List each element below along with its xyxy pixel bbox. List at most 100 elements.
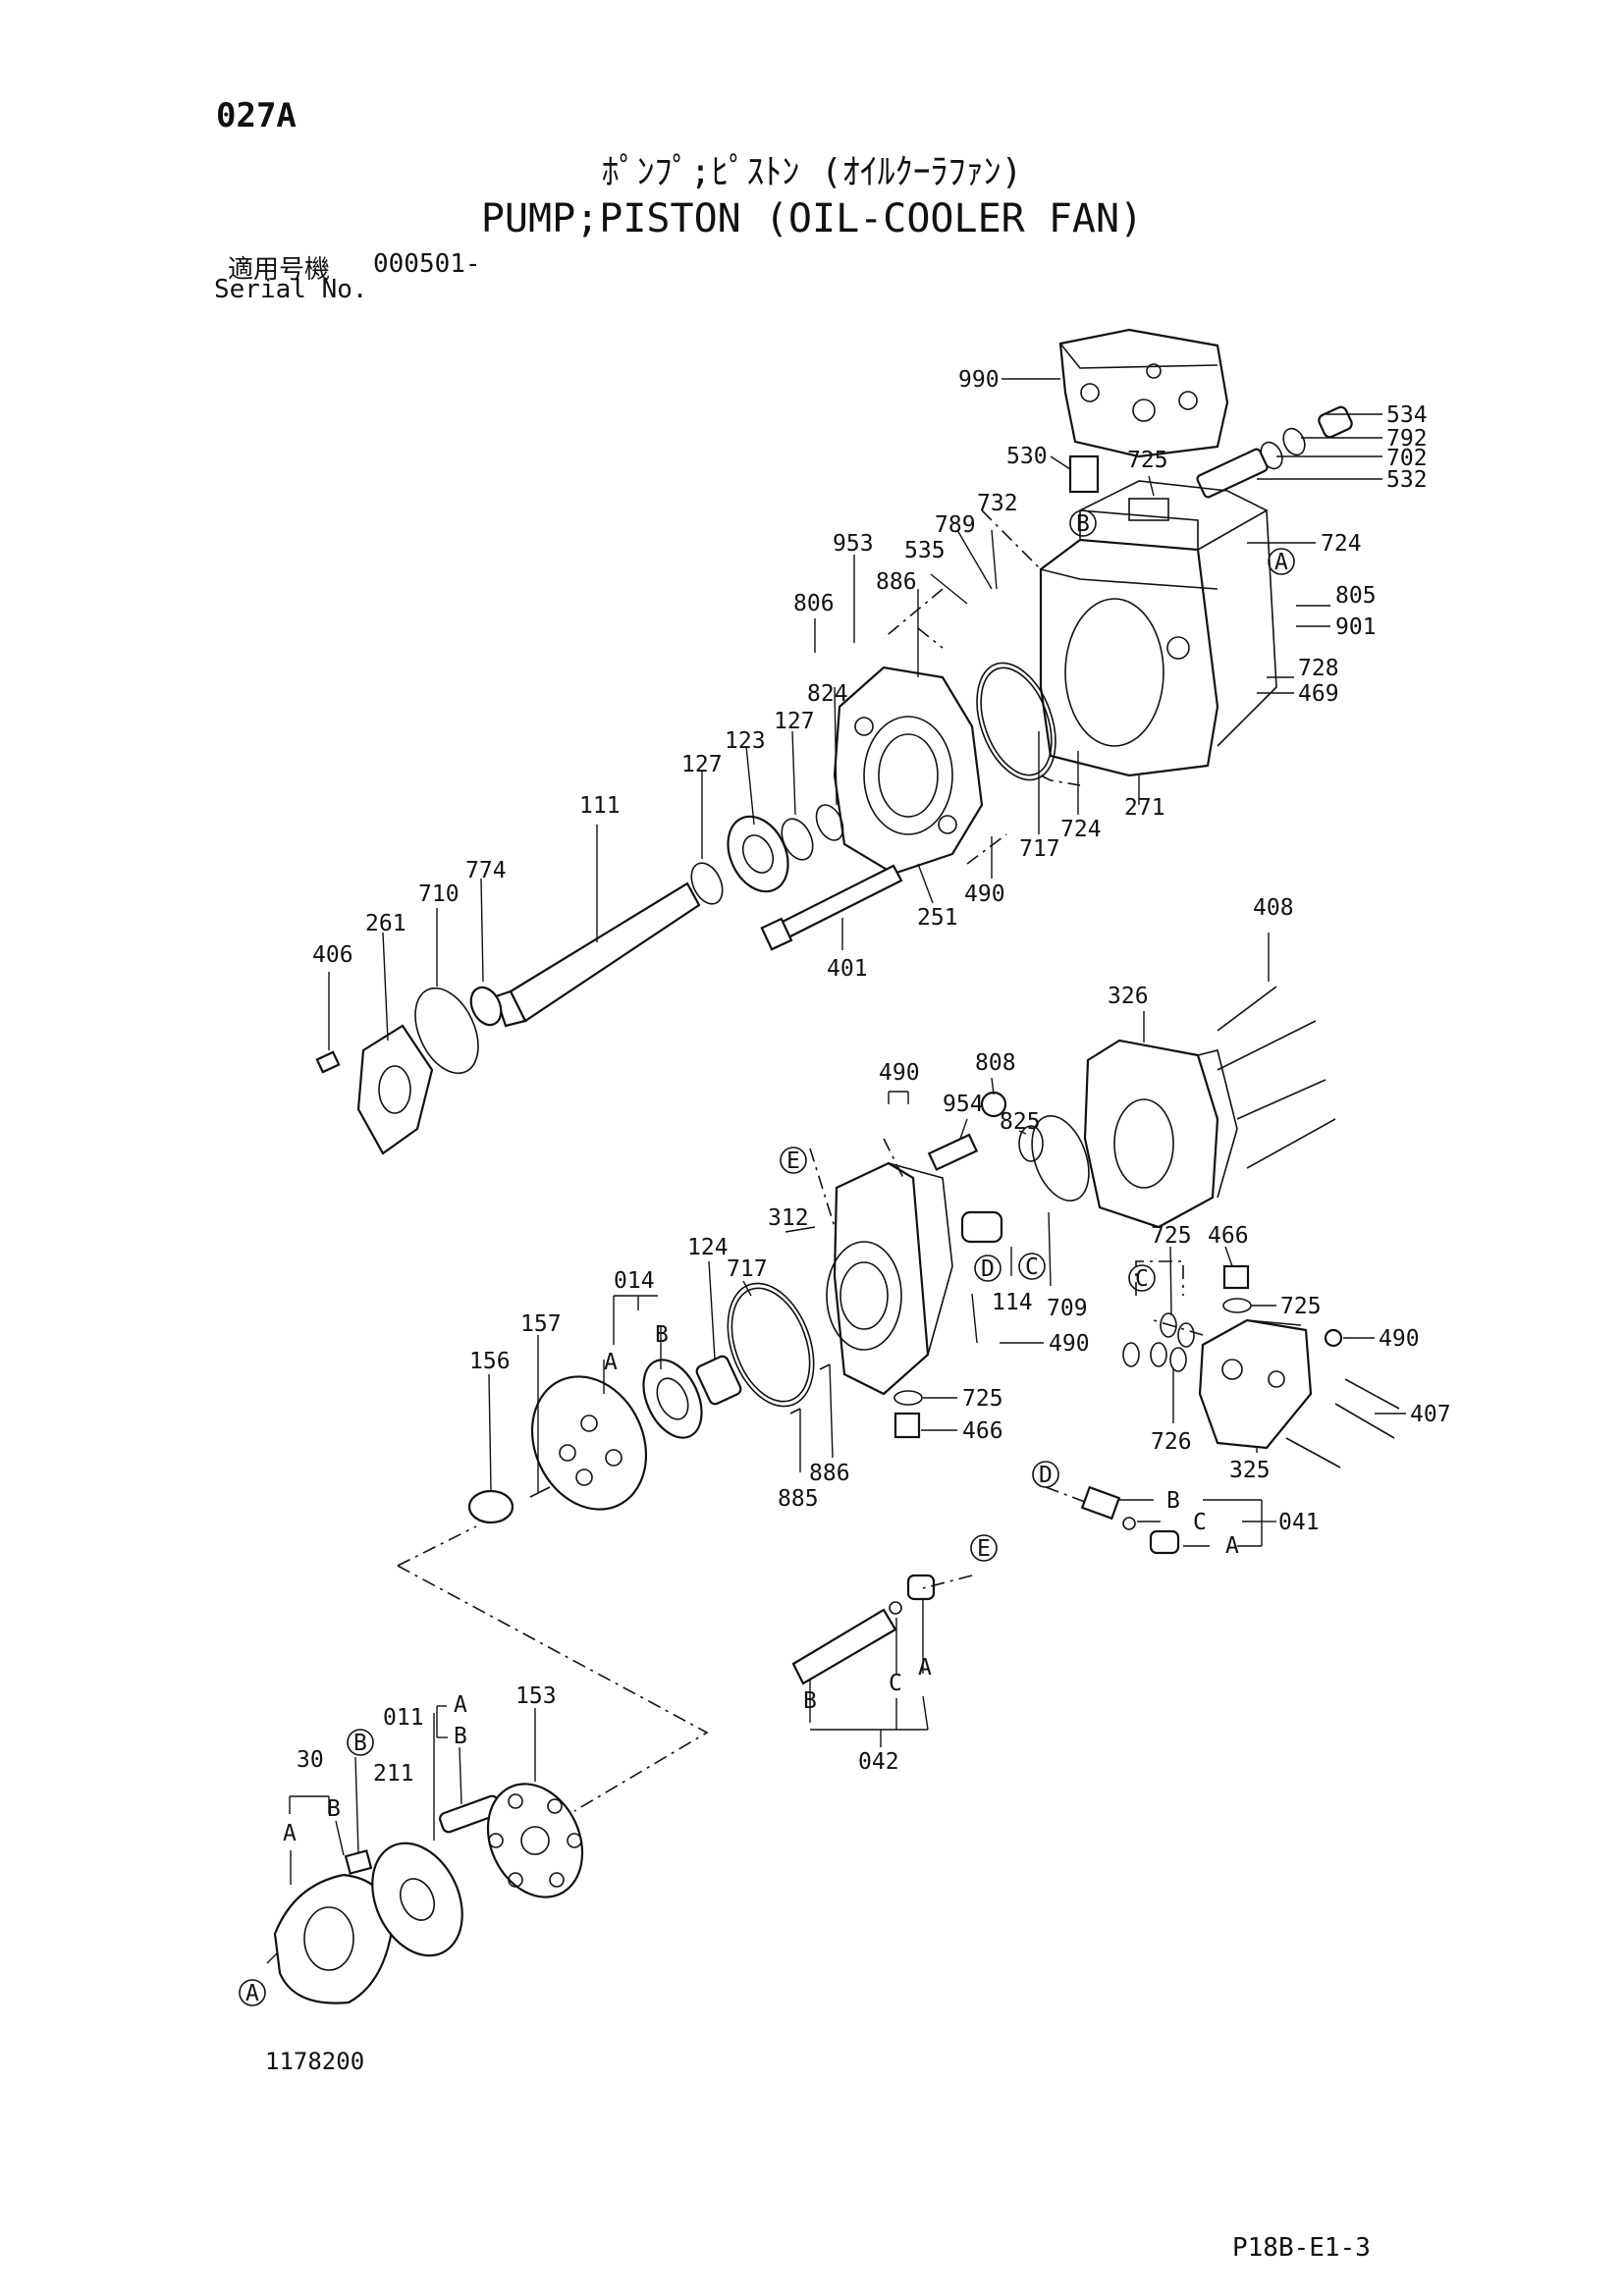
- callout-490: 490: [879, 1060, 920, 1086]
- ref-marker-d1: D: [974, 1255, 1001, 1282]
- callout-709: 709: [1047, 1296, 1088, 1321]
- callout-726: 726: [1151, 1429, 1192, 1455]
- svg-text:B: B: [803, 1688, 817, 1714]
- valve-block-325: [1198, 1318, 1313, 1450]
- callout-490: 490: [964, 881, 1005, 907]
- retainer-plate: [486, 1783, 584, 1898]
- serial-value: 000501-: [373, 249, 481, 279]
- callout-466: 466: [962, 1418, 1003, 1444]
- svg-text:B: B: [1166, 1488, 1180, 1514]
- callout-127: 127: [681, 752, 723, 777]
- callout-792: 792: [1386, 426, 1428, 452]
- oil-seal: [469, 986, 503, 1027]
- svg-text:A: A: [245, 1981, 259, 2006]
- callout-157: 157: [520, 1311, 562, 1337]
- adapter-block: [1083, 1039, 1238, 1229]
- callout-014: 014: [614, 1268, 655, 1294]
- o-ring-825: [1018, 1125, 1044, 1162]
- callout-953: 953: [833, 531, 874, 557]
- bolt-406: [315, 1050, 341, 1074]
- page-title-japanese: ﾎﾟﾝﾌﾟ;ﾋﾟｽﾄﾝ (ｵｲﾙｸｰﾗﾌｧﾝ): [601, 152, 1023, 192]
- svg-text:C: C: [1193, 1510, 1207, 1535]
- svg-text:A: A: [604, 1350, 618, 1375]
- callout-724: 724: [1321, 531, 1362, 557]
- callout-011: 011: [383, 1705, 424, 1731]
- callout-725: 725: [1127, 448, 1168, 473]
- regulator-part: [1058, 328, 1229, 458]
- callout-490: 490: [1379, 1326, 1420, 1352]
- svg-text:E: E: [977, 1536, 991, 1562]
- svg-text:B: B: [1076, 511, 1090, 537]
- drawing-number: 1178200: [265, 2048, 365, 2075]
- ref-marker-a2: A: [239, 1979, 266, 2006]
- callout-111: 111: [579, 793, 621, 819]
- bolt-401: [769, 864, 903, 944]
- svg-text:A: A: [1225, 1533, 1239, 1559]
- callout-407: 407: [1410, 1402, 1451, 1427]
- plug-114: [960, 1210, 1003, 1244]
- callout-041: 041: [1278, 1510, 1320, 1535]
- callout-805: 805: [1335, 583, 1377, 609]
- callout-326: 326: [1108, 984, 1149, 1009]
- callout-530: 530: [1006, 444, 1048, 469]
- plug-041a: [1149, 1529, 1180, 1555]
- svg-text:C: C: [1025, 1255, 1039, 1280]
- callout-789: 789: [935, 512, 976, 538]
- snap-ring: [781, 818, 814, 861]
- ref-marker-c1: C: [1018, 1253, 1046, 1280]
- plug-042a: [906, 1574, 936, 1601]
- callout-261: 261: [365, 911, 406, 936]
- svg-text:A: A: [454, 1692, 467, 1718]
- valve-block: [833, 666, 984, 876]
- callout-251: 251: [917, 905, 958, 931]
- callout-732: 732: [977, 491, 1018, 516]
- pin-042: [791, 1608, 897, 1685]
- callout-717: 717: [727, 1256, 768, 1282]
- fitting-530: [1068, 454, 1100, 494]
- callout-710: 710: [418, 881, 460, 907]
- needle-bearing: [695, 1355, 742, 1406]
- callout-886: 886: [809, 1461, 850, 1486]
- svg-text:C: C: [1135, 1266, 1149, 1292]
- shoe-plate: [371, 1842, 463, 1957]
- o-ring-710: [414, 987, 479, 1075]
- callout-490: 490: [1049, 1331, 1090, 1357]
- callout-824: 824: [807, 681, 848, 707]
- svg-text:B: B: [655, 1322, 669, 1348]
- svg-text:A: A: [1274, 550, 1288, 575]
- callout-127: 127: [774, 709, 815, 734]
- callout-725: 725: [962, 1386, 1003, 1412]
- svg-text:E: E: [786, 1148, 800, 1174]
- svg-text:D: D: [1039, 1463, 1053, 1488]
- callout-211: 211: [373, 1761, 414, 1787]
- callout-774: 774: [465, 858, 507, 883]
- o-ring-709: [1031, 1114, 1090, 1202]
- bolt-407: [1344, 1378, 1400, 1410]
- callout-728: 728: [1298, 656, 1339, 681]
- fitting-041: [1080, 1485, 1121, 1521]
- svg-text:D: D: [981, 1256, 995, 1282]
- o-ring-717b: [727, 1282, 815, 1408]
- callout-30: 30: [297, 1747, 324, 1773]
- svg-text:B: B: [353, 1731, 367, 1756]
- callout-725: 725: [1151, 1223, 1192, 1249]
- end-cover: [826, 1161, 953, 1396]
- callout-901: 901: [1335, 614, 1377, 640]
- page-reference: P18B-E1-3: [1232, 2233, 1371, 2263]
- o-ring-717: [976, 662, 1056, 781]
- callout-702: 702: [1386, 446, 1428, 471]
- callout-954: 954: [943, 1092, 984, 1117]
- svg-text:B: B: [327, 1796, 341, 1822]
- valve-plate: [642, 1359, 703, 1439]
- sub-labels: A B B C A B C A A B A B: [283, 1322, 1239, 1846]
- serial-label: Serial No.: [214, 275, 368, 304]
- plug-466b: [893, 1412, 921, 1439]
- svg-text:C: C: [889, 1671, 902, 1696]
- bush-B: [344, 1849, 373, 1875]
- bolt-408-set: [1217, 986, 1336, 1169]
- leader-lines: [266, 378, 1406, 1964]
- ball-guide: [467, 1489, 514, 1524]
- spring-157: [529, 1486, 551, 1498]
- callout-469: 469: [1298, 681, 1339, 707]
